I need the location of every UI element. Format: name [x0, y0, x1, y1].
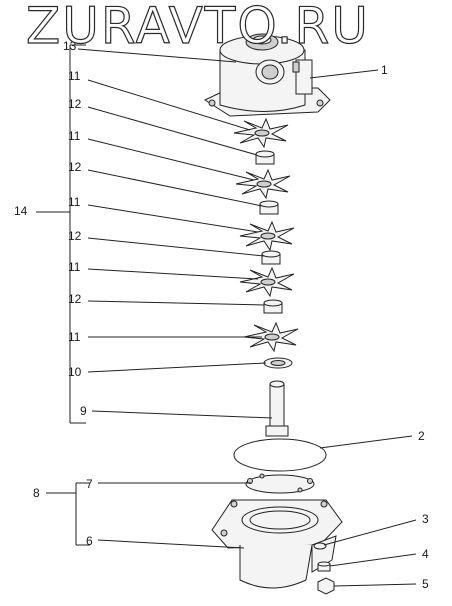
impeller-1: [233, 117, 289, 149]
callout-11: 11: [68, 260, 81, 274]
callout-11: 11: [68, 195, 81, 209]
impeller-4: [239, 266, 295, 298]
bracket-8: [46, 482, 90, 546]
callout-12: 12: [68, 292, 82, 306]
leader-lines: [77, 48, 417, 587]
small-washer: [313, 542, 327, 550]
bracket-14: [36, 44, 86, 424]
spacer-4: [263, 299, 283, 314]
callout-12: 12: [68, 160, 82, 174]
spacer-2: [259, 200, 279, 215]
callout-3: 3: [422, 512, 429, 526]
callout-10: 10: [68, 365, 82, 379]
callout-11: 11: [68, 129, 81, 143]
plate: [245, 473, 315, 494]
callout-8: 8: [33, 486, 40, 500]
spacer-3: [261, 250, 281, 265]
bolt-nut: [317, 577, 335, 595]
callout-7: 7: [86, 477, 93, 491]
washer: [263, 357, 293, 369]
shaft: [265, 380, 289, 437]
callout-9: 9: [80, 404, 87, 418]
watermark-logo: ZURAVTO.RU: [25, 0, 370, 55]
spacer-1: [255, 150, 275, 165]
nut: [317, 561, 331, 572]
callout-12: 12: [68, 97, 82, 111]
callout-4: 4: [422, 547, 429, 561]
impeller-5: [243, 321, 299, 353]
callout-6: 6: [86, 534, 93, 548]
gasket-ring: [233, 438, 327, 472]
callout-5: 5: [422, 577, 429, 591]
callout-11: 11: [68, 69, 81, 83]
callout-14: 14: [14, 204, 28, 218]
callout-2: 2: [418, 429, 425, 443]
upper-housing: [203, 33, 331, 117]
callout-11: 11: [68, 330, 81, 344]
impeller-2: [235, 168, 291, 200]
callout-1: 1: [381, 63, 388, 77]
impeller-3: [239, 220, 295, 252]
callout-13: 13: [63, 39, 77, 53]
callout-12: 12: [68, 229, 82, 243]
